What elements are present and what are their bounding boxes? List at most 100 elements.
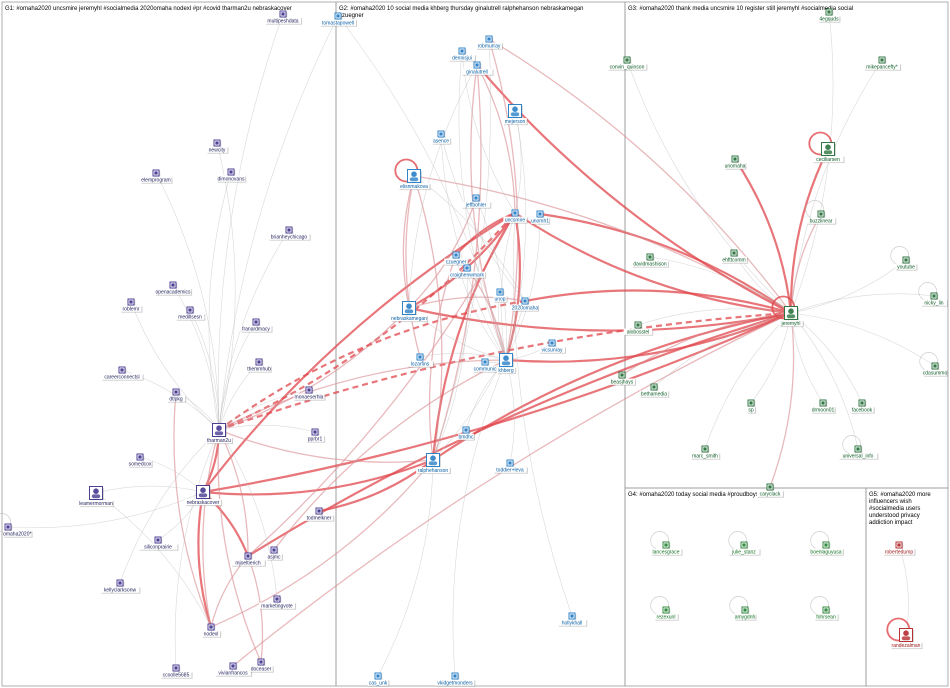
- node-tomastapowell[interactable]: tomastapowell: [319, 12, 358, 27]
- node-vicsunray[interactable]: vicsunray: [539, 339, 566, 354]
- node-label: communic: [474, 366, 497, 372]
- node-lozarfins[interactable]: lozarfins: [407, 353, 434, 368]
- node-communic[interactable]: communic: [473, 358, 498, 373]
- node-jeremyhl[interactable]: jeremyhl: [779, 306, 804, 328]
- node-unomaha[interactable]: unomaha: [725, 155, 747, 170]
- node-nebraskacover[interactable]: nebraskacover: [184, 485, 223, 507]
- node-facebook[interactable]: facebook: [850, 399, 875, 414]
- node-boenlaguyusa[interactable]: boenlaguyusa: [809, 541, 844, 556]
- node-omaha2020s[interactable]: omaha2020*: [3, 523, 33, 538]
- node-todmelkner[interactable]: todmelkner: [304, 507, 335, 522]
- node-lancesgrace[interactable]: lancesgrace: [650, 541, 683, 556]
- edge-ginalutrell-ralphehanson: [432, 64, 482, 461]
- node-mjoeltierich[interactable]: mjoeltierich: [231, 552, 266, 567]
- label-box: [690, 452, 720, 459]
- node-label: bmdhc: [458, 434, 474, 440]
- node-dimonovans[interactable]: dimonovans: [216, 168, 247, 183]
- node-franardmacy[interactable]: franardmacy: [240, 318, 273, 333]
- node-pprbr1[interactable]: pprbr1: [305, 428, 326, 443]
- node-label: dimonovans: [218, 176, 245, 182]
- node-siliconprairie[interactable]: siliconprairie: [138, 536, 179, 551]
- node-czuegner[interactable]: czuegner: [444, 251, 469, 266]
- node-elisnmakova[interactable]: elisnmakova: [398, 169, 431, 191]
- node-dtlpkg[interactable]: dtlpkg: [166, 388, 187, 403]
- node-somedcox[interactable]: somedcox: [128, 453, 153, 468]
- node-ehfttcomm[interactable]: ehfttcomm: [721, 249, 748, 264]
- node-core-icon: [498, 290, 502, 294]
- node-themmhub[interactable]: themmhub: [247, 358, 272, 373]
- node-multipeshdata[interactable]: multipeshdata: [264, 10, 303, 25]
- node-robertedump[interactable]: robertedump: [883, 541, 916, 556]
- node-vivianfrancos[interactable]: vivianfrancos: [214, 662, 253, 677]
- node-khberg[interactable]: khberg: [496, 353, 517, 375]
- node-rezexunl[interactable]: rezexunl: [654, 606, 679, 621]
- node-vkidgetmonders[interactable]: vkidgetmonders: [435, 672, 476, 687]
- node-careerconnectsl[interactable]: careerconnectsl: [101, 366, 144, 381]
- node-nodexl[interactable]: nodexl: [201, 623, 222, 638]
- self-loop-omaha2020s: [0, 513, 12, 532]
- node-cas_unk[interactable]: cas_unk: [367, 672, 390, 687]
- node-mejerson[interactable]: mejerson: [503, 104, 528, 126]
- node-uncsmire[interactable]: uncsmire: [503, 209, 528, 224]
- node-kellyclarksonw[interactable]: kellyclarksonw: [100, 579, 141, 594]
- node-4egquds[interactable]: 4egquds: [818, 8, 841, 23]
- node-ceciliarsen[interactable]: ceciliarsen: [812, 142, 845, 164]
- node-ralphehanson[interactable]: ralphehanson: [416, 453, 451, 475]
- node-elemprogram[interactable]: elemprogram: [140, 169, 173, 184]
- node-medillsesn[interactable]: medillsesn: [175, 306, 206, 321]
- node-omaha2020[interactable]: 2020omaha: [512, 297, 539, 312]
- node-roblemr[interactable]: roblemr: [120, 298, 143, 313]
- node-asjmc[interactable]: asjmc: [266, 546, 283, 561]
- node-craighenwmark[interactable]: craighenwmark: [448, 264, 487, 279]
- node-randezalman[interactable]: randezalman: [890, 628, 923, 650]
- node-dennisjui[interactable]: dennisjui: [449, 47, 476, 62]
- node-brianheychicago[interactable]: brianheychicago: [268, 226, 311, 241]
- node-unop[interactable]: unop: [493, 288, 508, 303]
- node-asence[interactable]: asence: [431, 130, 452, 145]
- node-mikepancefty[interactable]: mikepancefty*: [863, 56, 902, 71]
- edge-robmurray-ralphehanson: [432, 38, 492, 461]
- node-label: todmelkner: [307, 515, 332, 521]
- node-nebraskamegan[interactable]: nebraskamegan: [390, 301, 429, 323]
- group-frame-g2: [335, 1, 626, 687]
- node-cdasummo[interactable]: cdasummo: [923, 362, 948, 377]
- node-marc_smith[interactable]: marc_smith: [690, 445, 721, 460]
- node-convin_quinson[interactable]: convin_quinson: [607, 56, 648, 71]
- node-bmdhc[interactable]: bmdhc: [458, 426, 475, 441]
- node-caryclack[interactable]: caryclack: [757, 483, 784, 498]
- node-label: jeremyhl: [781, 321, 801, 327]
- node-jeffbohler[interactable]: jeffbohler: [461, 194, 492, 209]
- node-amygdnh[interactable]: amygdnh: [734, 606, 757, 621]
- node-beasjhays[interactable]: beasjhays: [609, 371, 636, 386]
- node-openacademics[interactable]: openacademics: [154, 281, 193, 296]
- node-davidmashison[interactable]: davidmashison: [631, 253, 670, 268]
- node-hollykhall[interactable]: hollykhall: [557, 612, 588, 627]
- node-ccoolle5685[interactable]: ccoolle5685: [160, 664, 193, 679]
- node-label: omaha2020*: [3, 531, 31, 537]
- node-nicky_lin[interactable]: nicky_lin: [921, 292, 948, 307]
- node-toddiersleva[interactable]: toddier+leva: [493, 459, 528, 474]
- node-youtube[interactable]: youtube: [895, 256, 918, 271]
- node-buzzlinear[interactable]: buzzlinear: [806, 210, 837, 225]
- node-alobosstel[interactable]: alobosstel: [623, 321, 654, 336]
- node-drmoon01[interactable]: drmoon01: [811, 399, 836, 414]
- node-bethamedia[interactable]: bethamedia: [639, 383, 670, 398]
- edge-jeffbohler-khberg: [475, 197, 507, 361]
- avatar-head-icon: [406, 303, 412, 310]
- label-box: [206, 146, 228, 153]
- node-universal_info[interactable]: universal_info: [838, 445, 879, 460]
- node-doceaser[interactable]: doceaser: [249, 658, 274, 673]
- edge-monaeserhla-tharman2u: [218, 389, 310, 431]
- node-julie_stanz[interactable]: julie_stanz: [728, 541, 761, 556]
- node-leamermorman[interactable]: leamermorman: [79, 486, 114, 508]
- node-monaeserhla[interactable]: monaeserhla: [293, 386, 326, 401]
- node-unomh1[interactable]: unomh1: [530, 210, 551, 225]
- node-fohrsean[interactable]: fohrsean: [814, 606, 839, 621]
- node-ginalutrell[interactable]: ginalutrell: [461, 61, 494, 76]
- node-tharman2u[interactable]: tharman2u: [206, 423, 233, 445]
- label-box: [407, 360, 433, 367]
- node-sp[interactable]: sp: [746, 399, 757, 414]
- node-marketingvote[interactable]: marketingvote: [258, 595, 297, 610]
- node-newcity[interactable]: newcity: [206, 139, 229, 154]
- node-robmurray[interactable]: robmurray: [476, 35, 503, 50]
